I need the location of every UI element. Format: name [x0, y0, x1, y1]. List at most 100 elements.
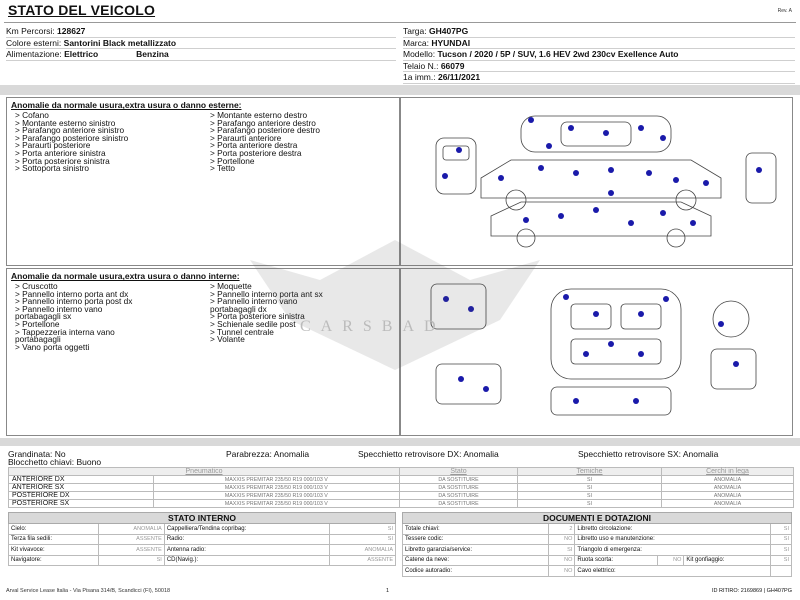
damage-marker — [660, 210, 666, 216]
cell-value: SI — [547, 544, 576, 556]
cell-label: Totale chiavi: — [402, 523, 549, 535]
list-item: > Pannello interno porta post dx — [15, 296, 133, 307]
col-temiche: Temiche — [517, 467, 662, 476]
interior-lists: > Cruscotto > Pannello interno porta ant… — [7, 282, 399, 352]
damage-marker — [573, 398, 579, 404]
damage-marker — [690, 220, 696, 226]
car-roof — [560, 121, 632, 147]
damage-marker — [468, 306, 474, 312]
parabrezza-status: Parabrezza: Anomalia — [226, 449, 310, 459]
carsbad-watermark-logo — [250, 240, 540, 370]
mirror-dx-status: Specchietto retrovisore DX: Anomalia — [358, 449, 499, 459]
table-row: Kit vivavoce:ASSENTE Antenna radio:ANOMA… — [7, 544, 396, 556]
tyre-status: DA SOSTITUIRE — [399, 475, 518, 484]
cell-label: Cielo: — [7, 523, 100, 535]
list-item: > Porta posteriore sinistra — [210, 311, 305, 322]
cell-value: SI — [329, 533, 396, 545]
cell-label: Navigatore: — [7, 554, 100, 566]
table-row: Tessere codic:NO Libretto uso e manutenz… — [402, 533, 792, 545]
tyre-temiche: SI — [517, 475, 662, 484]
list-item: > Pannello interno vano — [210, 296, 298, 307]
car-top-view — [520, 115, 672, 153]
list-item: > Cofano — [15, 110, 49, 120]
exterior-lists: > Cofano > Montante esterno sinistro > P… — [7, 110, 399, 174]
car-front-view — [435, 137, 477, 195]
list-item: > Tappezzeria interna vano — [15, 326, 115, 337]
tyre-rim: ANOMALIA — [661, 483, 794, 492]
list-item: > Porta posteriore destra — [210, 147, 302, 158]
table-row: Cielo:ANOMALIA Cappelliera/Tendina copri… — [7, 523, 396, 535]
footer-address: Arval Service Lease Italia - Via Pisana … — [6, 588, 171, 594]
rear-seat — [570, 338, 662, 365]
damage-marker — [563, 294, 569, 300]
tyre-rim: ANOMALIA — [661, 499, 794, 508]
cell-label: Kit gonfiaggio: — [683, 554, 772, 566]
cell-value: SI — [770, 533, 792, 545]
list-item: > Montante esterno destro — [210, 110, 308, 120]
damage-marker — [608, 167, 614, 173]
damage-marker — [718, 321, 724, 327]
cell-value: NO — [547, 554, 576, 566]
list-item: > Vano porta oggetti — [15, 341, 90, 352]
brand-row: Marca: HYUNDAI — [403, 37, 795, 49]
car-other-side-view — [490, 201, 712, 237]
list-item: > Parafango anteriore sinistro — [15, 125, 125, 136]
list-item: > Montante esterno sinistro — [15, 117, 116, 128]
tyre-position: ANTERIORE DX — [8, 475, 154, 484]
vehicle-info-left: Km Percorsi: 128627 Colore esterni: Sant… — [6, 26, 396, 61]
car-rear-view — [745, 152, 777, 204]
damage-marker — [483, 386, 489, 392]
table-header-row: Pneumatico Stato Temiche Cerchi in lega — [8, 467, 794, 476]
damage-marker — [646, 170, 652, 176]
list-item: > Paraurti anteriore — [210, 132, 282, 143]
key-block-status: Blocchetto chiavi: Buono — [8, 457, 102, 467]
interior-anomalies-panel: Anomalie da normale usura,extra usura o … — [6, 268, 400, 436]
stato-interno-table: STATO INTERNO Cielo:ANOMALIA Cappelliera… — [7, 512, 396, 566]
list-item: > Pannello interno vano — [15, 303, 103, 314]
fuel-label: Alimentazione: — [6, 49, 62, 59]
tyre-position: ANTERIORE SX — [8, 483, 154, 492]
cell-value: NO — [656, 554, 685, 566]
misc-band — [0, 438, 800, 446]
cell-label: Triangolo di emergenza: — [574, 544, 772, 556]
table-row: Terza fila sedili:ASSENTE Radio:SI — [7, 533, 396, 545]
damage-marker — [593, 311, 599, 317]
exterior-damage-markers — [442, 117, 762, 226]
col-cerchi: Cerchi in lega — [661, 467, 794, 476]
cell-label: Radio: — [163, 533, 331, 545]
model-value: Tucson / 2020 / 5P / SUV, 1.6 HEV 2wd 23… — [437, 49, 679, 59]
damage-marker — [456, 147, 462, 153]
cell-value: ANOMALIA — [329, 544, 396, 556]
km-label: Km Percorsi: — [6, 26, 55, 36]
damage-marker — [638, 311, 644, 317]
page-title: STATO DEL VEICOLO — [8, 2, 156, 18]
cell-label: Libretto garanzia/service: — [402, 544, 549, 556]
exterior-title: Anomalie da normale usura,extra usura o … — [11, 100, 242, 110]
exterior-list-2: > Montante esterno destro > Parafango an… — [202, 110, 397, 173]
car-side-view — [480, 159, 722, 199]
list-item: > Portellone — [15, 318, 60, 329]
km-row: Km Percorsi: 128627 — [6, 26, 396, 38]
damage-marker — [703, 180, 709, 186]
damage-marker — [608, 341, 614, 347]
list-item: > Sottoporta sinistro — [15, 163, 90, 174]
cell-value: NO — [547, 533, 576, 545]
fuel-value-2: Benzina — [136, 49, 169, 59]
list-item: > Porta anteriore sinistra — [15, 147, 106, 158]
km-value: 128627 — [57, 26, 86, 36]
list-item: portabagagli sx — [15, 311, 72, 322]
registration-label: 1a imm.: — [403, 72, 436, 82]
tyre-rim: ANOMALIA — [661, 475, 794, 484]
damage-marker — [458, 376, 464, 382]
list-item: > Porta posteriore sinistra — [15, 155, 110, 166]
brand-label: Marca: — [403, 37, 429, 48]
damage-marker — [673, 177, 679, 183]
title-divider — [4, 22, 796, 23]
tyre-temiche: SI — [517, 491, 662, 500]
damage-marker — [593, 207, 599, 213]
cell-value: SI — [98, 554, 165, 566]
cell-value: 2 — [547, 523, 576, 535]
cell-label: Libretto uso e manutenzione: — [574, 533, 772, 545]
color-row: Colore esterni: Santorini Black metalliz… — [6, 38, 396, 49]
